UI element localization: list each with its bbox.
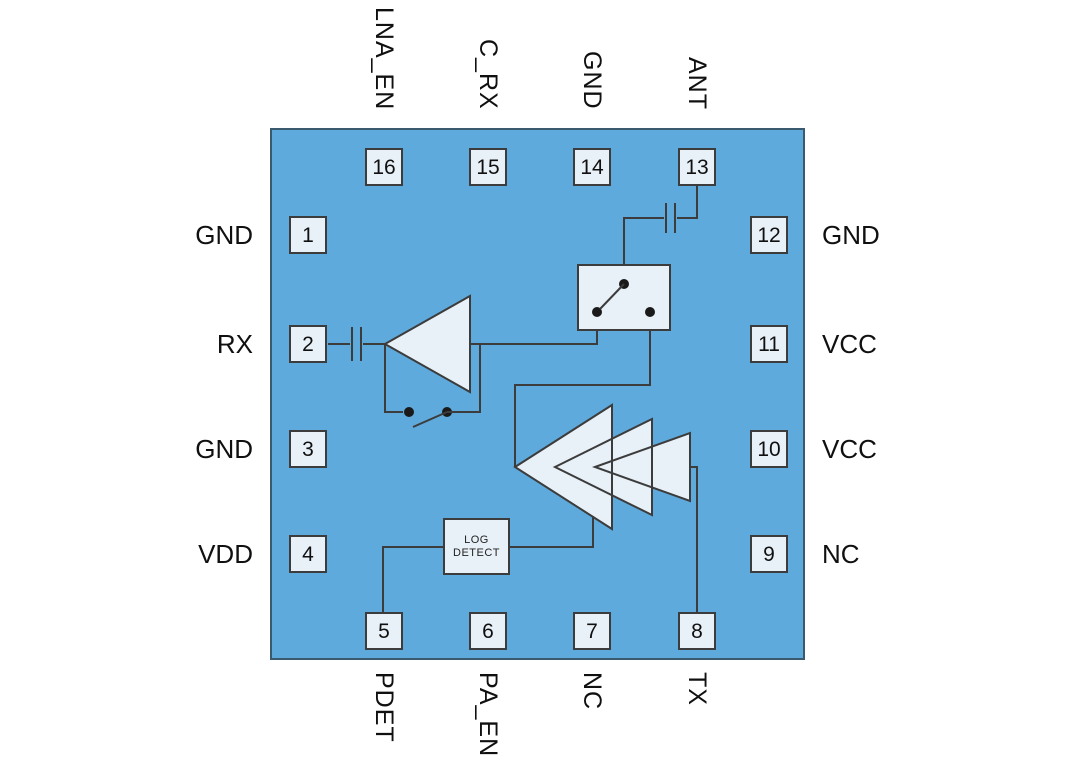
pin-label-nc-9: NC	[822, 539, 860, 569]
pin-box-7: 7	[573, 612, 611, 650]
pin-box-3: 3	[289, 430, 327, 468]
pin-label-vcc-10: VCC	[822, 434, 877, 464]
wire-ant-lead	[677, 186, 698, 219]
pa-amplifier-chain	[513, 403, 691, 531]
pin-label-vcc-11: VCC	[822, 329, 877, 359]
pin-label-ant: ANT	[683, 57, 711, 110]
wire-bypass-left	[384, 344, 403, 413]
lna-bypass-switch	[384, 344, 481, 428]
pin-label-tx: TX	[683, 672, 711, 706]
switch-blade	[412, 411, 448, 428]
pin-label-gnd-top: GND	[578, 51, 606, 110]
wire-tx-to-pa	[690, 466, 698, 612]
pin-label-pdet: PDET	[370, 672, 398, 743]
antenna-spdt-switch	[577, 264, 671, 331]
ant-coupling-capacitor	[623, 186, 698, 265]
pin-box-8: 8	[678, 612, 716, 650]
wire-lna-input	[470, 330, 598, 345]
pin-box-16: 16	[365, 148, 403, 186]
spdt-switch-box	[577, 264, 671, 331]
rx-coupling-capacitor	[328, 327, 385, 361]
pin-box-14: 14	[573, 148, 611, 186]
pin-box-11: 11	[750, 325, 788, 363]
pin-box-12: 12	[750, 216, 788, 254]
pin-box-4: 4	[289, 535, 327, 573]
pin-box-10: 10	[750, 430, 788, 468]
lna-amplifier-triangle	[382, 294, 471, 394]
pin-label-pa-en: PA_EN	[474, 672, 502, 758]
wire-logdetect-tap	[510, 516, 594, 548]
pin-label-nc-7: NC	[578, 672, 606, 711]
pin-label-vdd: VDD	[198, 539, 253, 569]
pin-box-9: 9	[750, 535, 788, 573]
log-detect-label-line1: LOG	[464, 533, 489, 546]
pin-label-lna-en: LNA_EN	[370, 6, 398, 110]
log-detect-label-line2: DETECT	[453, 546, 500, 559]
wire-ant-to-switch	[623, 217, 664, 265]
pin-box-13: 13	[678, 148, 716, 186]
pin-label-gnd-12: GND	[822, 220, 880, 250]
wire-pa-to-switch	[514, 330, 651, 467]
pa-stage-2-triangle	[552, 417, 653, 517]
switch-blade	[599, 283, 625, 310]
pin-box-6: 6	[469, 612, 507, 650]
pin-box-15: 15	[469, 148, 507, 186]
pin-label-rx: RX	[216, 329, 253, 359]
pin-box-2: 2	[289, 325, 327, 363]
switch-contact-dot	[404, 407, 414, 417]
pin-label-gnd-1: GND	[195, 220, 253, 250]
chip-body	[270, 128, 805, 660]
switch-throw-dot	[592, 307, 602, 317]
pin-box-1: 1	[289, 216, 327, 254]
switch-throw-dot	[645, 307, 655, 317]
pa-stage-1-triangle	[513, 403, 613, 531]
pin-label-c-rx: C_RX	[474, 39, 502, 110]
pa-stage-fill	[595, 433, 690, 501]
wire-pdet	[382, 546, 443, 612]
pin-label-gnd-3: GND	[195, 434, 253, 464]
pin-box-5: 5	[365, 612, 403, 650]
log-detect-block: LOG DETECT	[443, 518, 510, 575]
wire-bypass-right	[447, 344, 481, 413]
